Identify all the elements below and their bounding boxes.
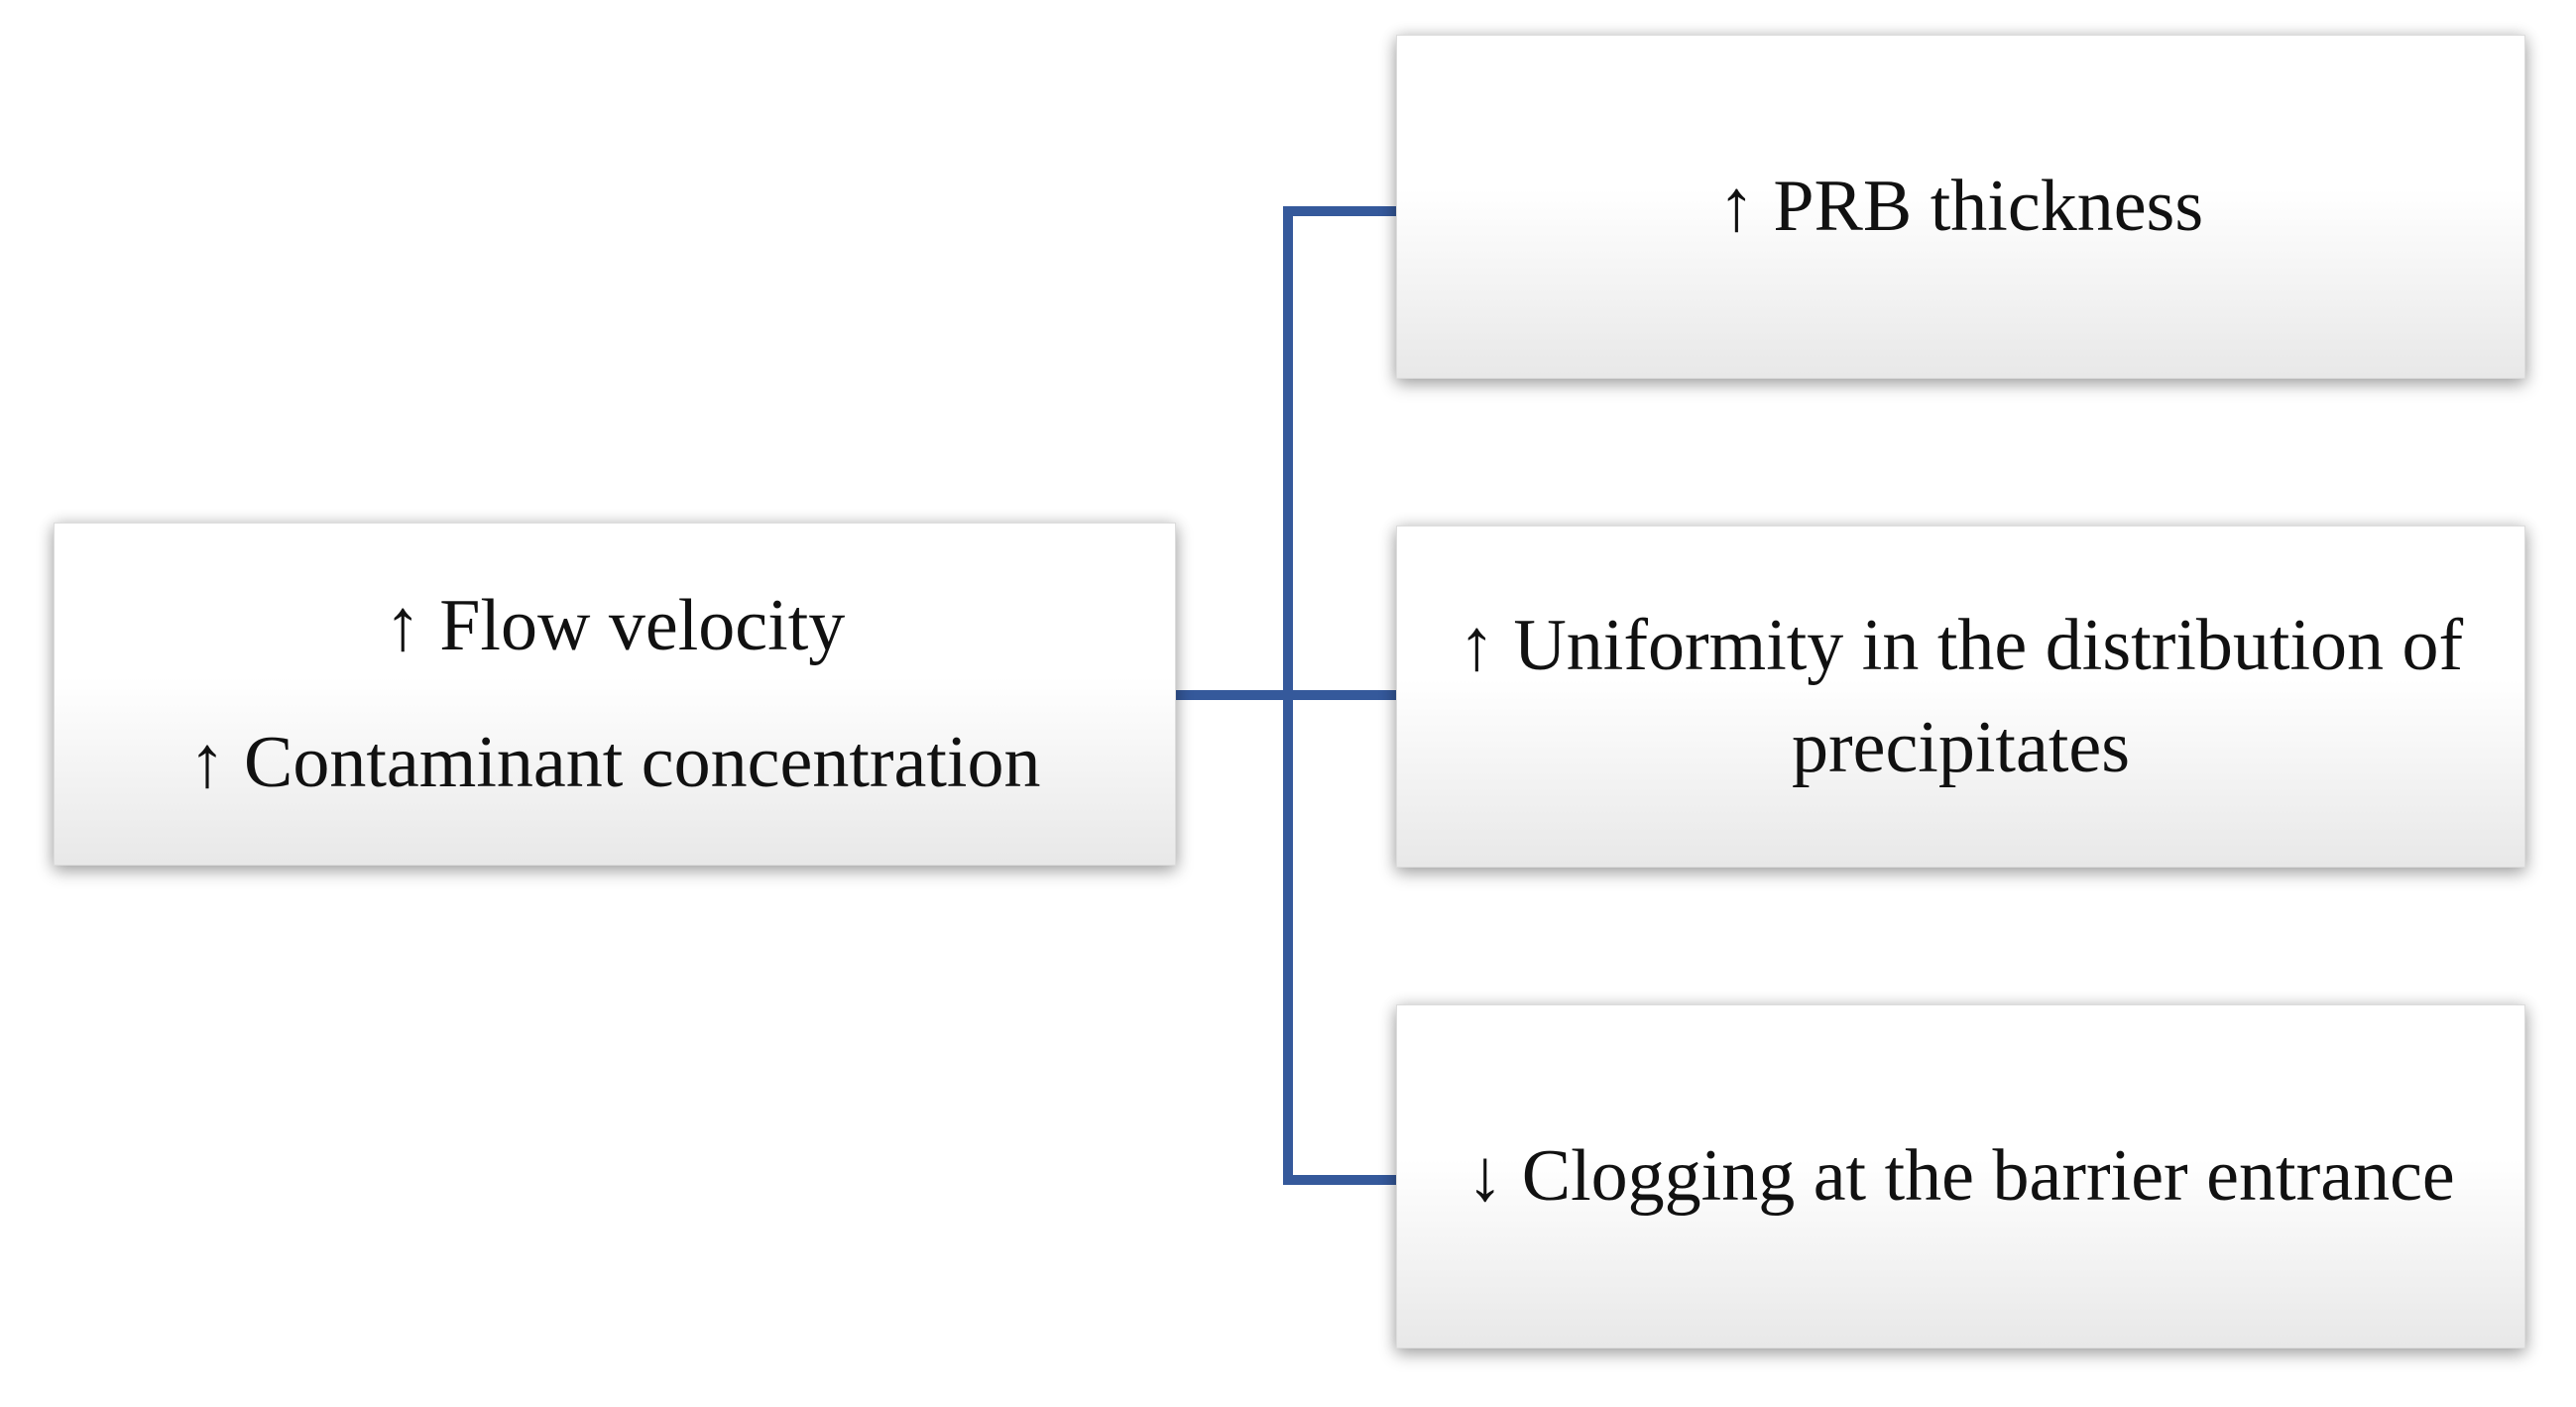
- cause-line-contaminant-concentration: ↑ Contaminant concentration: [188, 722, 1041, 803]
- box-effect-prb-thickness: ↑ PRB thickness: [1396, 35, 2525, 379]
- effect-label-uniformity-precipitates: ↑ Uniformity in the distribution of prec…: [1458, 605, 2464, 788]
- cause-line-flow-velocity: ↑ Flow velocity: [384, 584, 846, 666]
- box-effect-uniformity-precipitates: ↑ Uniformity in the distribution of prec…: [1396, 526, 2525, 868]
- box-effect-clogging-barrier-entrance: ↓ Clogging at the barrier entrance: [1396, 1004, 2525, 1348]
- connector-bottom-branch: [1283, 1175, 1396, 1185]
- effect-label-clogging-barrier-entrance: ↓ Clogging at the barrier entrance: [1466, 1135, 2455, 1218]
- connector-middle-branch: [1176, 690, 1396, 700]
- effect-label-prb-thickness: ↑ PRB thickness: [1717, 166, 2204, 248]
- connector-top-branch: [1283, 206, 1396, 216]
- box-cause-conditions: ↑ Flow velocity ↑ Contaminant concentrat…: [54, 523, 1176, 866]
